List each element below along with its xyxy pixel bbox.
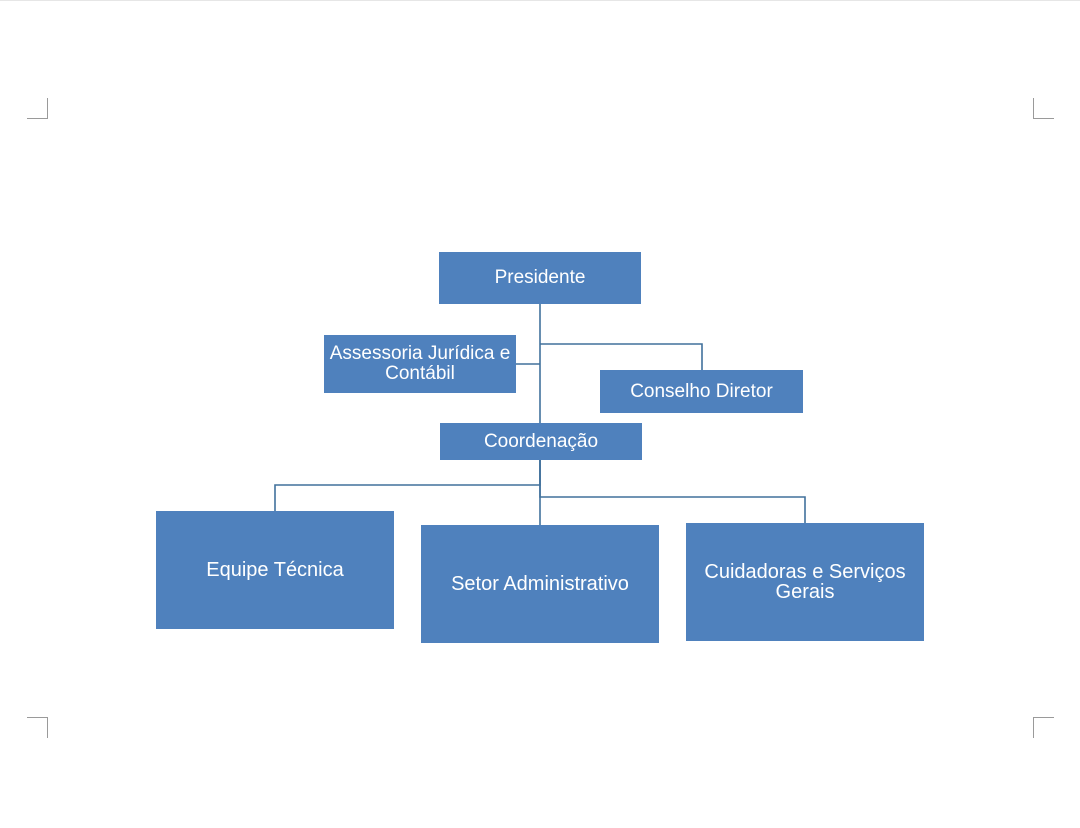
setor-administrativo-label: Setor Administrativo: [451, 573, 629, 595]
setor-administrativo-box: Setor Administrativo: [421, 525, 659, 643]
connector-coordenacao-cuidadoras: [539, 460, 806, 523]
coordenacao-label: Coordenação: [483, 430, 599, 452]
conselho-box: Conselho Diretor: [600, 370, 803, 413]
cuidadoras-label: Cuidadoras e Serviços Gerais: [704, 561, 906, 603]
presidente-label: Presidente: [494, 267, 586, 288]
connector-coordenacao-equipe: [274, 460, 541, 511]
coordenacao-box: Coordenação: [440, 423, 642, 460]
equipe-tecnica-box: Equipe Técnica: [156, 511, 394, 629]
cuidadoras-box: Cuidadoras e Serviços Gerais: [686, 523, 924, 641]
presidente-box: Presidente: [439, 252, 641, 304]
connector-conselho: [540, 343, 703, 370]
equipe-tecnica-label: Equipe Técnica: [206, 559, 344, 581]
conselho-label: Conselho Diretor: [630, 380, 773, 402]
margin-mark-bottom-left: [27, 717, 48, 738]
assessoria-box: Assessoria Jurídica e Contábil: [324, 335, 516, 393]
margin-mark-bottom-right: [1033, 717, 1054, 738]
assessoria-label: Assessoria Jurídica e Contábil: [329, 343, 511, 384]
margin-mark-top-left: [27, 98, 48, 119]
margin-mark-top-right: [1033, 98, 1054, 119]
